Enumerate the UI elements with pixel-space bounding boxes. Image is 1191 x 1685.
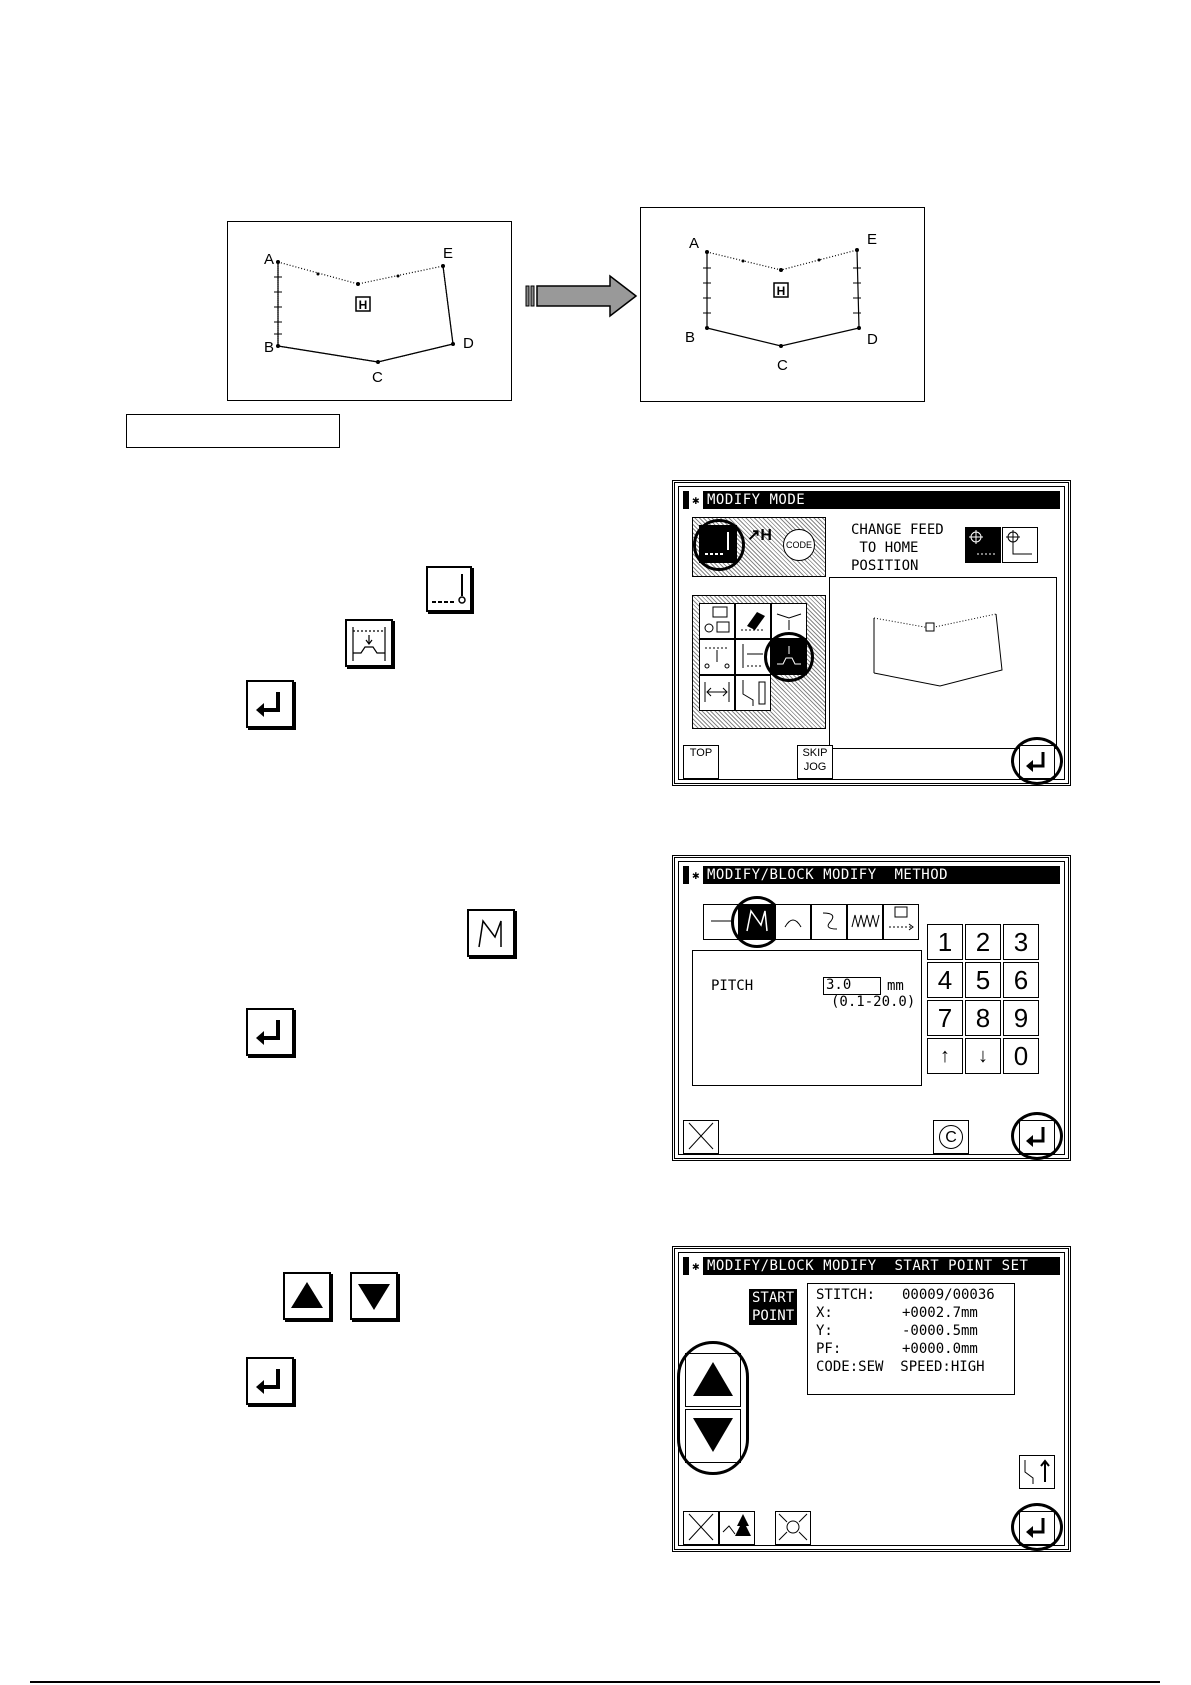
block-modify-icon — [426, 566, 472, 612]
key-0[interactable]: 0 — [1003, 1038, 1039, 1074]
transform-arrow-icon — [525, 274, 638, 318]
home-marker-label: H — [359, 298, 368, 312]
y-label: Y: — [816, 1323, 833, 1339]
point-label-d: D — [867, 331, 878, 348]
move-arrow-icon: ↗ — [747, 527, 761, 544]
figure-before: H A B C D E — [227, 221, 512, 401]
figure-after: H A B C D E — [640, 207, 925, 402]
enter-icon — [246, 1008, 294, 1056]
key-8[interactable]: 8 — [965, 1000, 1001, 1036]
point-label-a: A — [264, 251, 274, 268]
key-up[interactable]: ↑ — [927, 1038, 963, 1074]
pattern-shape-before: H A B C D E — [264, 245, 474, 386]
method-arc-button[interactable] — [775, 904, 811, 940]
screen-title: ✱MODIFY/BLOCK MODIFY START POINT SET — [683, 1257, 1060, 1275]
info-panel: STITCH: 00009/00036 X: +0002.7mm Y: -000… — [807, 1283, 1015, 1395]
key-3[interactable]: 3 — [1003, 924, 1039, 960]
point-delete-button[interactable] — [699, 639, 735, 675]
point-label-e: E — [443, 245, 453, 262]
pitch-unit: mm — [887, 978, 904, 994]
point-label-c: C — [777, 357, 788, 374]
key-5[interactable]: 5 — [965, 962, 1001, 998]
x-value: +0002.7mm — [902, 1305, 978, 1321]
method-zigzag-stitch-button[interactable] — [847, 904, 883, 940]
key-2[interactable]: 2 — [965, 924, 1001, 960]
enter-icon — [246, 680, 294, 728]
x-label: X: — [816, 1305, 833, 1321]
top-button[interactable]: TOP — [683, 745, 719, 779]
block-move-icon — [345, 619, 393, 667]
presser-up-button[interactable] — [1019, 1455, 1055, 1489]
key-down[interactable]: ↓ — [965, 1038, 1001, 1074]
code-button[interactable]: CODE — [783, 529, 815, 561]
pitch-label: PITCH — [711, 978, 754, 994]
key-6[interactable]: 6 — [1003, 962, 1039, 998]
point-label-d: D — [463, 335, 474, 352]
point-modify-button[interactable] — [699, 603, 735, 639]
key-9[interactable]: 9 — [1003, 1000, 1039, 1036]
step-label-box — [126, 414, 340, 448]
numeric-keypad: 1 2 3 4 5 6 7 8 9 ↑ ↓ 0 — [927, 924, 1043, 1076]
start-point-label: START POINT — [749, 1289, 798, 1325]
method-curve-button[interactable] — [811, 904, 847, 940]
pitch-range: (0.1-20.0) — [831, 994, 916, 1010]
feed-path-button[interactable] — [1002, 527, 1038, 563]
highlight-circle — [1011, 1503, 1063, 1551]
pattern-preview — [829, 577, 1057, 749]
down-arrow-icon — [350, 1272, 398, 1320]
erase-button[interactable] — [735, 603, 771, 639]
pf-value: +0000.0mm — [902, 1341, 978, 1357]
feed-home-button[interactable] — [965, 527, 1001, 563]
key-1[interactable]: 1 — [927, 924, 963, 960]
center-button[interactable] — [775, 1511, 811, 1545]
screen-block-modify-method: ✱MODIFY/BLOCK MODIFY METHOD PITCH 3.0 mm… — [672, 855, 1071, 1161]
pf-label: PF: — [816, 1341, 842, 1357]
presser-button[interactable] — [735, 675, 771, 711]
point-label-c: C — [372, 369, 383, 386]
measure-button[interactable] — [699, 675, 735, 711]
zigzag-method-icon — [467, 909, 515, 957]
enter-icon — [246, 1357, 294, 1405]
stitch-label: STITCH: — [816, 1287, 876, 1303]
highlight-circle — [1011, 1112, 1063, 1160]
y-value: -0000.5mm — [902, 1323, 978, 1339]
cancel-button[interactable] — [683, 1511, 719, 1545]
code-speed-line: CODE:SEW SPEED:HIGH — [816, 1359, 985, 1375]
settings-panel: PITCH 3.0 mm (0.1-20.0) — [692, 950, 922, 1086]
skip-jog-button[interactable]: SKIP JOG — [797, 745, 833, 779]
highlight-circle — [693, 519, 745, 571]
home-indicator: ↗H — [747, 527, 772, 544]
highlight-oval — [677, 1341, 749, 1475]
highlight-circle — [764, 632, 814, 682]
key-4[interactable]: 4 — [927, 962, 963, 998]
highlight-circle — [1011, 737, 1063, 785]
point-label-b: B — [685, 329, 695, 346]
point-label-b: B — [264, 339, 274, 356]
change-feed-text: CHANGE FEED TO HOME POSITION — [851, 522, 944, 574]
point-label-a: A — [689, 235, 699, 252]
home-marker-label: H — [777, 284, 786, 298]
point-label-e: E — [867, 231, 877, 248]
screen-modify-mode: ✱MODIFY MODE ↗H CODE CHANGE FEED TO HOME… — [672, 480, 1071, 786]
cancel-button[interactable] — [683, 1120, 719, 1154]
pitch-input[interactable]: 3.0 — [823, 977, 881, 995]
page-footer-rule — [30, 1681, 1160, 1683]
screen-title: ✱MODIFY MODE — [683, 491, 1060, 509]
pattern-shape-after: H A B C D E — [685, 231, 878, 374]
up-arrow-icon — [283, 1272, 331, 1320]
key-7[interactable]: 7 — [927, 1000, 963, 1036]
method-width-button[interactable] — [883, 904, 919, 940]
stitch-value: 00009/00036 — [902, 1287, 995, 1303]
screen-title: ✱MODIFY/BLOCK MODIFY METHOD — [683, 866, 1060, 884]
trim-button[interactable] — [719, 1511, 755, 1545]
screen-start-point-set: ✱MODIFY/BLOCK MODIFY START POINT SET STA… — [672, 1246, 1071, 1552]
clear-button[interactable]: C — [933, 1120, 969, 1154]
